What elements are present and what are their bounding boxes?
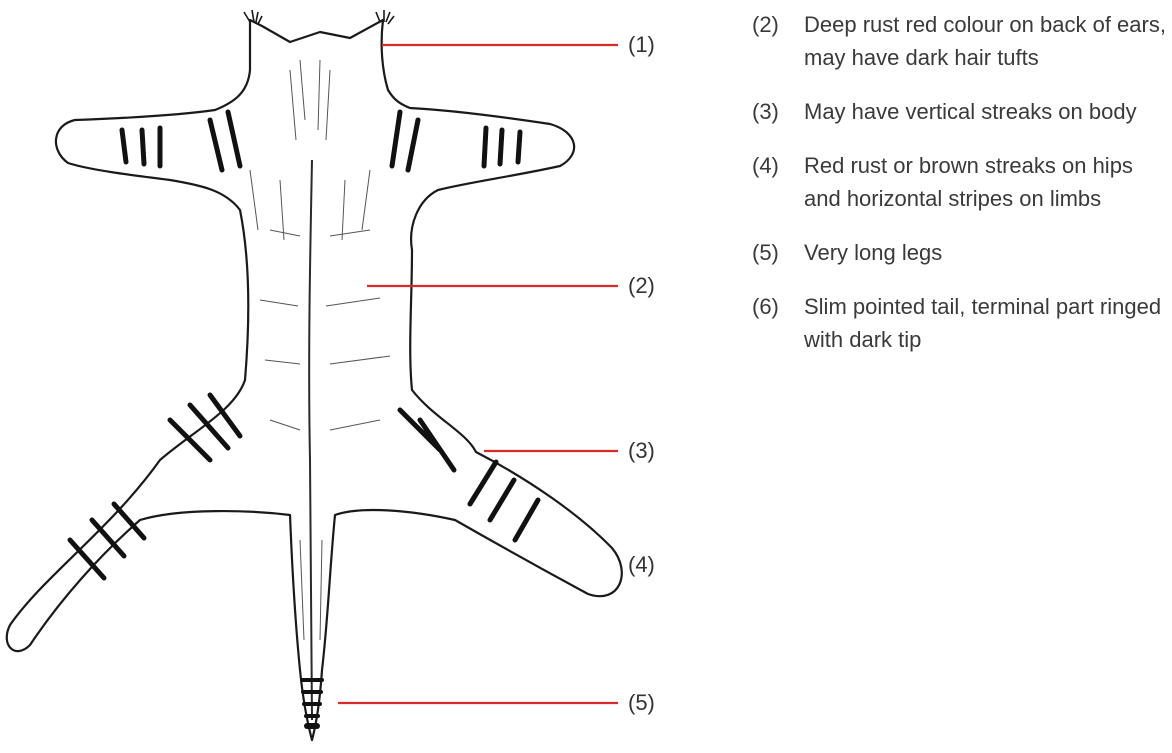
note-number: (5) — [752, 236, 779, 269]
note-number: (2) — [752, 8, 779, 41]
note-text: Deep rust red colour on back of ears, ma… — [804, 12, 1166, 70]
note-item: (3) May have vertical streaks on body — [752, 95, 1172, 128]
note-item: (2) Deep rust red colour on back of ears… — [752, 8, 1172, 74]
note-number: (6) — [752, 290, 779, 323]
callout-number-1: (1) — [628, 32, 655, 57]
note-number: (4) — [752, 149, 779, 182]
note-item: (6) Slim pointed tail, terminal part rin… — [752, 290, 1172, 356]
note-item: (4) Red rust or brown streaks on hips an… — [752, 149, 1172, 215]
callout-number-3: (3) — [628, 438, 655, 463]
pelt-outline — [7, 20, 622, 740]
ear-tufts — [244, 10, 394, 24]
pelt-illustration — [7, 20, 622, 740]
note-text: Slim pointed tail, terminal part ringed … — [804, 294, 1161, 352]
note-text: May have vertical streaks on body — [804, 99, 1137, 124]
note-number: (3) — [752, 95, 779, 128]
feature-notes: (2) Deep rust red colour on back of ears… — [752, 8, 1172, 356]
note-item: (5) Very long legs — [752, 236, 1172, 269]
note-text: Red rust or brown streaks on hips and ho… — [804, 153, 1133, 211]
callout-number-2: (2) — [628, 273, 655, 298]
callout-number-5: (5) — [628, 690, 655, 715]
pelt-diagram: (1) (2) (3) (4) (5) — [0, 0, 740, 753]
note-text: Very long legs — [804, 240, 942, 265]
callout-number-4: (4) — [628, 552, 655, 577]
